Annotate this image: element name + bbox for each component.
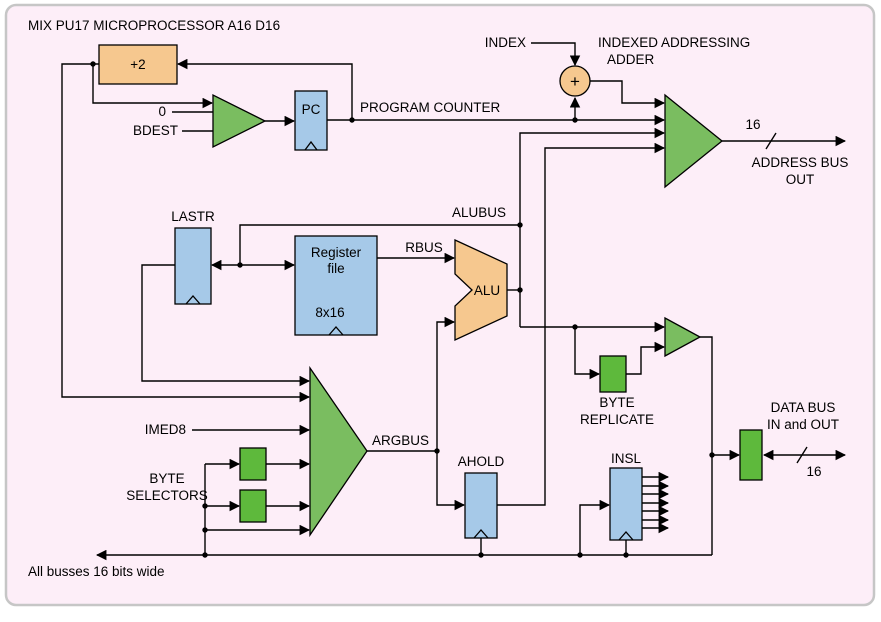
pc-register (294, 90, 328, 151)
wire-argbus-to-alu (436, 316, 456, 451)
byte-selector-1-box (239, 447, 267, 481)
wire-alubus-to-lastr (210, 224, 520, 271)
alu-shape (454, 238, 508, 342)
data-bus-label-line1: DATA BUS (771, 400, 836, 415)
lastr-register (174, 227, 212, 305)
indexed-adder-label-line1: INDEXED ADDRESSING (598, 35, 750, 50)
alu-label: ALU (474, 283, 500, 298)
rbus-label: RBUS (405, 240, 443, 255)
address-bus-label-line1: ADDRESS BUS (752, 155, 849, 170)
byte-selectors-label-line2: SELECTORS (126, 488, 208, 503)
plus2-label: +2 (130, 57, 145, 72)
pc-clock-chevron-icon (304, 140, 318, 151)
bdest-input-label: BDEST (133, 123, 178, 138)
wire-plus2-to-mux (92, 63, 214, 109)
junction-dots (90, 61, 715, 558)
register-file-clock-chevron-icon (328, 326, 344, 336)
address-mux-triangle (664, 93, 724, 189)
insl-label: INSL (611, 451, 642, 466)
index-input-label: INDEX (485, 35, 526, 50)
byte-replicate-label-line2: REPLICATE (580, 412, 654, 427)
wire-index-to-adder (531, 42, 581, 67)
wire-pc-to-plus2 (176, 58, 353, 120)
argbus-mux-triangle (309, 365, 368, 538)
zero-input-label: 0 (158, 104, 166, 119)
wire-argbus-to-ahold (436, 451, 466, 511)
ahold-register (464, 472, 498, 539)
diagram-title: MIX PU17 MICROPROCESSOR A16 D16 (28, 18, 280, 33)
insl-clock-chevron-icon (618, 531, 634, 541)
byte-replicate-label-line1: BYTE (599, 395, 634, 410)
byte-selectors-label-line1: BYTE (149, 471, 184, 486)
address-bus-width-label: 16 (745, 117, 760, 132)
alubus-label: ALUBUS (452, 205, 506, 220)
wire-lastr-to-argbus (141, 264, 311, 387)
ahold-clock-chevron-icon (473, 529, 489, 539)
byte-selector-2-box (239, 489, 267, 523)
indexed-adder-icon (559, 65, 591, 97)
register-file-size-label: 8x16 (315, 305, 344, 320)
bus-width-footnote: All busses 16 bits wide (28, 564, 165, 579)
data-bus-transceiver-box (739, 429, 763, 481)
ahold-label: AHOLD (458, 454, 505, 469)
wire-ahold-to-addrmux (497, 142, 666, 506)
wire-byte-replicate-out (626, 341, 666, 375)
plus2-incrementer-box (98, 44, 178, 85)
pc-label: PC (302, 102, 321, 117)
address-bus-label-line2: OUT (786, 172, 815, 187)
wire-insl-in (579, 499, 611, 555)
wire-alubus-to-addrmux (519, 127, 666, 327)
register-file (294, 235, 378, 336)
byte-replicate-box (599, 355, 627, 393)
data-bus-label-line2: IN and OUT (767, 417, 839, 432)
indexed-adder-label-line2: ADDER (607, 52, 655, 67)
argbus-label: ARGBUS (372, 433, 429, 448)
adder-plus-icon: + (570, 72, 580, 91)
data-bus-width-label: 16 (806, 464, 821, 479)
register-file-label-line2: file (327, 261, 344, 276)
wire-to-byte-replicate (574, 327, 601, 380)
lastr-label: LASTR (171, 209, 215, 224)
chip-outline (4, 3, 876, 607)
insl-register (609, 467, 643, 541)
wire-adder-to-addrmux (590, 80, 666, 109)
register-file-label-line1: Register (311, 245, 362, 260)
data-bus-width-slash (796, 446, 808, 464)
wire-repmux-out (700, 336, 713, 555)
wiring (61, 42, 847, 561)
program-counter-label: PROGRAM COUNTER (360, 100, 501, 115)
wire-left-vertical-to-argbus (61, 63, 311, 403)
address-bus-width-slash (765, 132, 777, 150)
imed8-input-label: IMED8 (145, 422, 186, 437)
byte-replicate-mux-triangle (664, 316, 702, 358)
lastr-clock-chevron-icon (185, 295, 201, 305)
pc-source-mux-triangle (212, 93, 267, 149)
